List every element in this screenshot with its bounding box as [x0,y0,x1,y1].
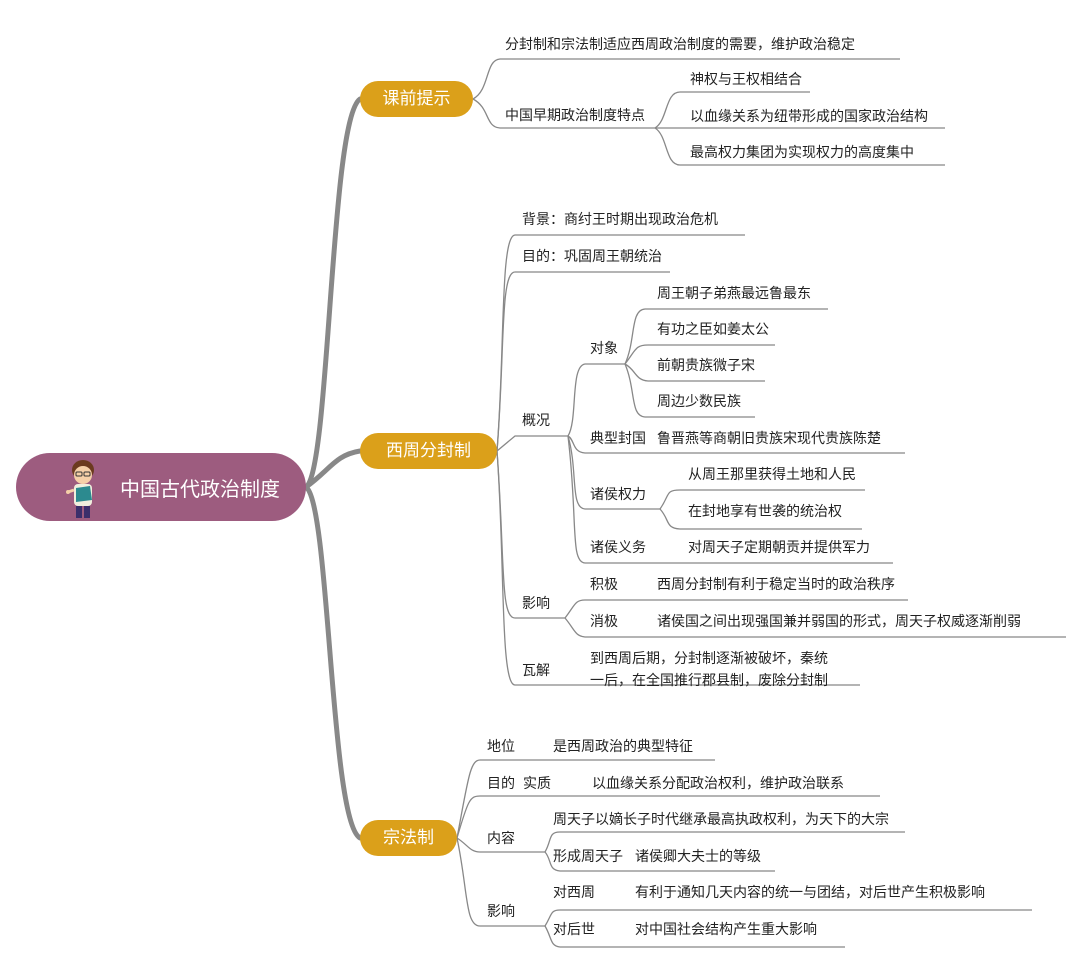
object-item: 有功之臣如姜太公 [657,322,769,338]
overview-label: 概况 [522,413,550,429]
teacher-reading-icon [66,460,94,518]
collapse-line-2: 一后，在全国推行郡县制，废除分封制 [590,673,828,689]
need-note: 分封制和宗法制适应西周政治制度的需要，维护政治稳定 [505,37,855,53]
to-later-label: 对后世 [553,922,595,938]
positive-label: 积极 [590,577,618,593]
impact-label: 影响 [522,596,550,612]
typical-text: 鲁晋燕等商朝旧贵族宋现代贵族陈楚 [657,431,881,447]
objects-label: 对象 [590,341,618,357]
positive-text: 西周分封制有利于稳定当时的政治秩序 [657,577,895,593]
rights-label: 诸侯权力 [590,487,646,503]
duty-label: 诸侯义务 [590,540,646,556]
essence-label: 实质 [523,776,551,792]
duty-text: 对周天子定期朝贡并提供军力 [688,540,870,556]
section-pill-patriarchal[interactable]: 宗法制 [360,820,457,856]
section-pill-enfeoffment[interactable]: 西周分封制 [360,433,497,469]
object-item: 周王朝子弟燕最远鲁最东 [657,286,811,302]
to-later-text: 对中国社会结构产生重大影响 [635,922,817,938]
content-item: 形成周天子 [553,849,623,865]
trait-item: 最高权力集团为实现权力的高度集中 [690,145,914,161]
status-label: 地位 [487,739,515,755]
purpose-text: 目的：巩固周王朝统治 [522,249,662,265]
collapse-line-1: 到西周后期，分封制逐渐被破坏，秦统 [590,651,828,667]
right-item: 在封地享有世袭的统治权 [688,504,842,520]
content-item: 诸侯卿大夫士的等级 [635,849,761,865]
background-text: 背景：商纣王时期出现政治危机 [522,212,718,228]
section-pill-pre-class-tips[interactable]: 课前提示 [360,81,473,117]
content-label: 内容 [487,831,515,847]
typical-label: 典型封国 [590,431,646,447]
negative-text: 诸侯国之间出现强国兼并弱国的形式，周天子权威逐渐削弱 [657,614,1021,630]
purpose-label: 目的 [487,776,515,792]
content-item: 周天子以嫡长子时代继承最高执政权利，为天下的大宗 [553,812,889,828]
essence-text: 以血缘关系分配政治权利，维护政治联系 [592,776,844,792]
root-node[interactable]: 中国古代政治制度 [16,453,306,521]
negative-label: 消极 [590,614,618,630]
right-item: 从周王那里获得土地和人民 [688,467,856,483]
traits-label: 中国早期政治制度特点 [505,108,645,124]
collapse-label: 瓦解 [522,663,550,679]
to-western-zhou-text: 有利于通知几天内容的统一与团结，对后世产生积极影响 [635,885,985,901]
status-text: 是西周政治的典型特征 [553,739,693,755]
trait-item: 以血缘关系为纽带形成的国家政治结构 [690,109,928,125]
object-item: 周边少数民族 [657,394,741,410]
trait-item: 神权与王权相结合 [690,72,802,88]
object-item: 前朝贵族微子宋 [657,358,755,374]
to-western-zhou-label: 对西周 [553,885,595,901]
root-title: 中国古代政治制度 [120,477,280,501]
zf-impact-label: 影响 [487,904,515,920]
